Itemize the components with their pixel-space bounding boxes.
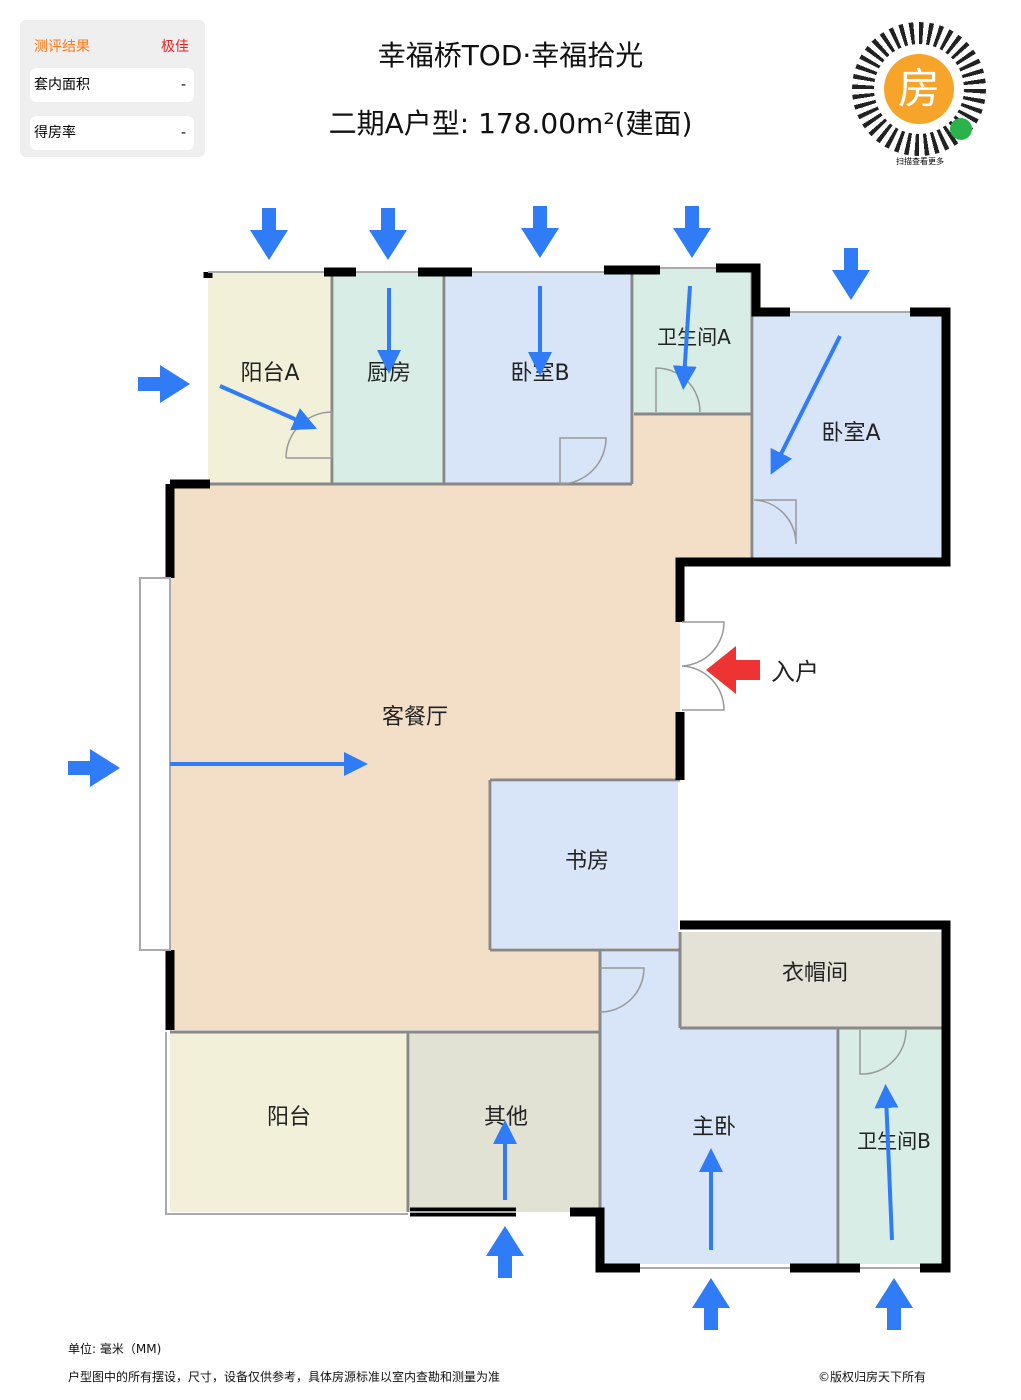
label-living-dining: 客餐厅 bbox=[382, 705, 448, 730]
label-bedroom-b: 卧室B bbox=[510, 361, 569, 386]
arrow-down-icon bbox=[521, 206, 559, 258]
unit-note: 单位: 毫米（MM) bbox=[68, 1342, 162, 1356]
interior-walls bbox=[170, 272, 946, 1264]
arrow-up-icon bbox=[692, 1278, 730, 1330]
arrow-down-icon bbox=[250, 208, 288, 260]
arrow-right-icon bbox=[68, 749, 120, 787]
page-title: 幸福桥TOD·幸福拾光 bbox=[377, 39, 644, 72]
label-bathroom-a: 卫生间A bbox=[657, 325, 731, 349]
room-balcony[interactable] bbox=[170, 1032, 408, 1212]
efficiency-row: 得房率 - bbox=[30, 116, 194, 150]
efficiency-value: - bbox=[180, 125, 186, 141]
label-bedroom-a: 卧室A bbox=[821, 421, 880, 446]
room-living-dining[interactable] bbox=[170, 414, 752, 1030]
room-master-bedroom[interactable] bbox=[600, 952, 838, 1264]
evaluation-label: 测评结果 bbox=[34, 39, 90, 55]
qr-code[interactable]: 房 bbox=[852, 22, 986, 156]
fang-logo-icon: 房 bbox=[884, 54, 954, 124]
label-balcony-a: 阳台A bbox=[240, 361, 299, 386]
exterior-walls bbox=[165, 263, 951, 1273]
arrow-down-icon bbox=[369, 208, 407, 260]
label-bathroom-b: 卫生间B bbox=[857, 1129, 931, 1153]
inner-area-row: 套内面积 - bbox=[30, 68, 194, 102]
evaluation-value: 极佳 bbox=[161, 39, 189, 55]
label-balcony: 阳台 bbox=[267, 1105, 311, 1130]
room-balcony-a[interactable] bbox=[208, 272, 332, 484]
arrow-up-icon bbox=[875, 1278, 913, 1330]
light-arrows bbox=[68, 206, 913, 1330]
label-kitchen: 厨房 bbox=[367, 361, 411, 386]
inner-area-value: - bbox=[180, 77, 186, 93]
label-study: 书房 bbox=[565, 849, 609, 874]
room-labels: 阳台A 厨房 卧室B 卫生间A 卧室A 客餐厅 入户 书房 衣帽间 主卧 卫生间… bbox=[240, 325, 930, 1153]
room-fills bbox=[170, 268, 946, 1264]
copyright: ©版权归房天下所有 bbox=[818, 1370, 927, 1384]
arrow-right-icon bbox=[138, 365, 190, 403]
inner-area-label: 套内面积 bbox=[34, 77, 90, 93]
label-master-bedroom: 主卧 bbox=[692, 1115, 736, 1140]
disclaimer: 户型图中的所有摆设，尺寸，设备仅供参考，具体房源标准以室内查勘和测量为准 bbox=[68, 1370, 501, 1384]
evaluation-panel: 测评结果 极佳 套内面积 - 得房率 - bbox=[20, 20, 205, 157]
windows bbox=[139, 267, 920, 1269]
room-cloakroom[interactable] bbox=[680, 932, 946, 1028]
qr-caption: 扫描查看更多 bbox=[896, 157, 944, 166]
orientation-lines bbox=[170, 285, 899, 1250]
arrow-down-icon bbox=[832, 248, 870, 300]
label-cloakroom: 衣帽间 bbox=[782, 961, 848, 986]
unit-type-subtitle: 二期A户型: 178.00m²(建面) bbox=[328, 107, 693, 140]
efficiency-label: 得房率 bbox=[34, 125, 76, 141]
arrow-down-icon bbox=[673, 206, 711, 258]
label-other: 其他 bbox=[484, 1105, 528, 1130]
room-bedroom-a[interactable] bbox=[754, 312, 946, 560]
arrow-up-icon bbox=[486, 1226, 524, 1278]
mini-program-icon bbox=[950, 118, 972, 140]
room-study[interactable] bbox=[492, 782, 678, 948]
label-entry: 入户 bbox=[771, 658, 819, 686]
entry-arrow-icon bbox=[706, 646, 760, 694]
